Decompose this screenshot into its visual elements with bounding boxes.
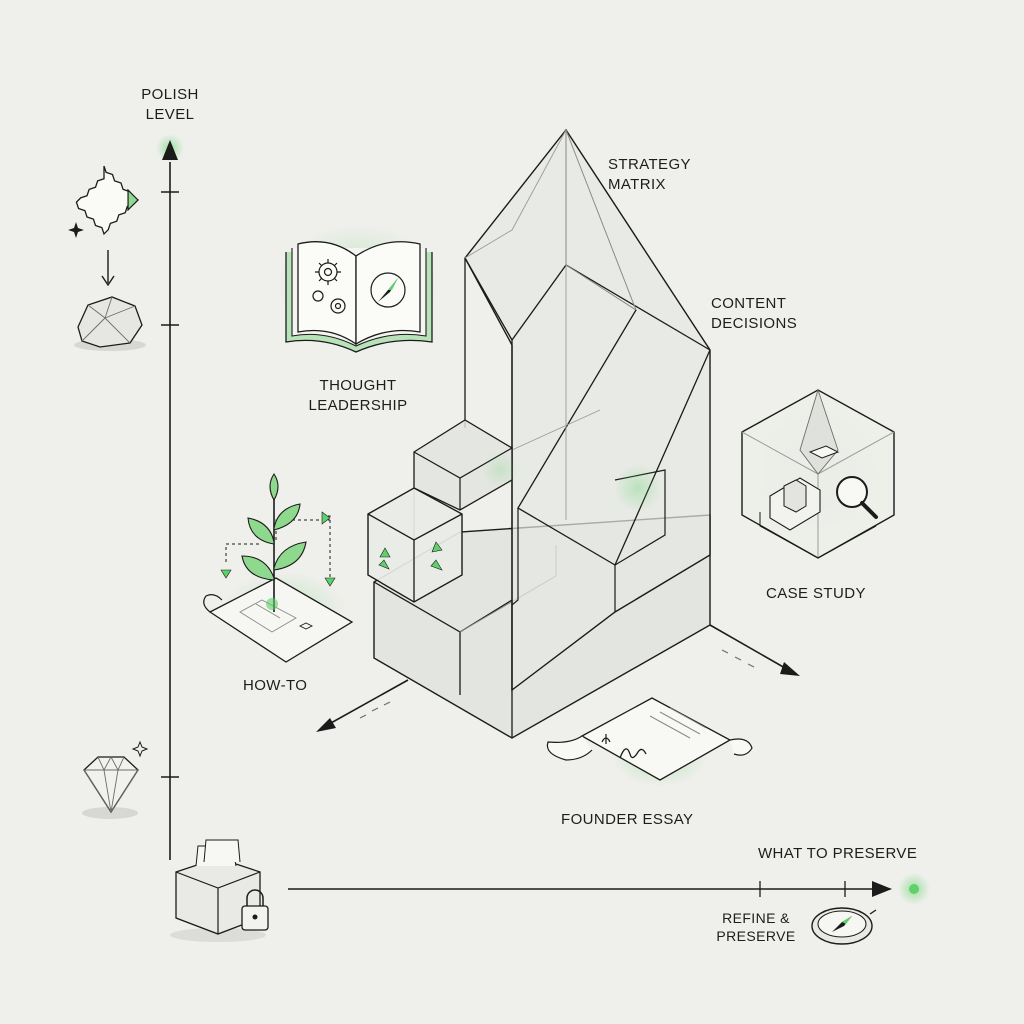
archive-box-lock-icon	[170, 839, 269, 942]
content-decisions-label: CONTENT DECISIONS	[711, 294, 797, 334]
polish-level-axis	[156, 134, 184, 860]
tick-label-line: REFINE &	[722, 910, 790, 926]
label-line: STRATEGY	[608, 156, 691, 173]
magnifier-cube-icon	[741, 388, 895, 559]
compass-icon	[811, 907, 877, 945]
preserve-axis	[288, 873, 930, 905]
axis-endpoint-dot	[909, 884, 919, 894]
signed-scroll-icon	[546, 697, 753, 786]
axis-arrow-up-icon	[162, 140, 178, 160]
refine-preserve-tick-label: REFINE & PRESERVE	[706, 909, 806, 945]
torn-paper-icon	[75, 165, 140, 236]
isometric-glass-structure	[316, 128, 800, 739]
label-line: MATRIX	[608, 176, 666, 193]
thought-leadership-label: THOUGHT LEADERSHIP	[298, 376, 418, 416]
arrow-down-icon	[101, 250, 115, 287]
anchor-icon	[601, 734, 611, 744]
case-study-label: CASE STUDY	[766, 585, 866, 602]
horizontal-axis-title: WHAT TO PRESERVE	[758, 845, 918, 862]
sparkle-icon	[131, 740, 149, 758]
diamond-icon	[82, 756, 139, 819]
ground-axes	[316, 624, 800, 732]
axis-title-line: LEVEL	[145, 106, 195, 123]
axis-arrow-right-icon	[872, 881, 892, 897]
open-book-icon	[278, 225, 438, 353]
tick-label-line: PRESERVE	[716, 928, 796, 944]
label-line: DECISIONS	[711, 315, 798, 332]
sparkle-icon	[68, 222, 84, 238]
label-line: THOUGHT	[319, 377, 397, 394]
label-line: CONTENT	[711, 295, 787, 312]
rough-stone-icon	[74, 296, 146, 351]
gears-icon	[312, 259, 346, 314]
axis-title-line: POLISH	[141, 86, 199, 103]
label-line: LEADERSHIP	[308, 397, 408, 414]
vertical-axis-title: POLISH LEVEL	[130, 85, 210, 125]
how-to-label: HOW-TO	[243, 677, 308, 694]
strategy-matrix-label: STRATEGY MATRIX	[608, 155, 691, 195]
founder-essay-label: FOUNDER ESSAY	[561, 811, 694, 828]
compass-rose-icon	[370, 272, 406, 308]
plant-blueprint-icon	[203, 473, 354, 663]
